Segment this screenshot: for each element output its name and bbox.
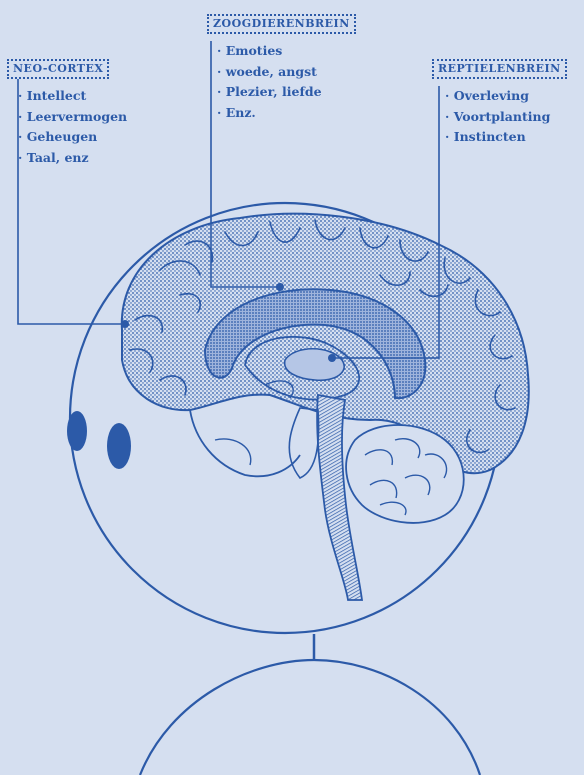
reptielenbrein-title: REPTIELENBREIN	[432, 59, 567, 79]
eye-left	[67, 411, 87, 451]
list-item: Overleving	[445, 86, 550, 107]
body-outline	[140, 660, 480, 775]
list-item: Plezier, liefde	[217, 82, 322, 103]
list-item: Intellect	[18, 86, 127, 107]
list-item: woede, angst	[217, 62, 322, 83]
neo-cortex-title: NEO-CORTEX	[7, 59, 109, 79]
list-item: Instincten	[445, 127, 550, 148]
temporal-lobe	[190, 410, 300, 476]
zoogdierenbrein-title: ZOOGDIERENBREIN	[207, 14, 356, 34]
list-item: Enz.	[217, 103, 322, 124]
list-item: Taal, enz	[18, 148, 127, 169]
neo-cortex-list: Intellect Leervermogen Geheugen Taal, en…	[18, 86, 127, 168]
inner-core	[285, 349, 345, 381]
list-item: Leervermogen	[18, 107, 127, 128]
list-item: Emoties	[217, 41, 322, 62]
zoogdierenbrein-list: Emoties woede, angst Plezier, liefde Enz…	[217, 41, 322, 123]
list-item: Voortplanting	[445, 107, 550, 128]
list-item: Geheugen	[18, 127, 127, 148]
eye-right	[107, 423, 131, 469]
reptielenbrein-list: Overleving Voortplanting Instincten	[445, 86, 550, 148]
